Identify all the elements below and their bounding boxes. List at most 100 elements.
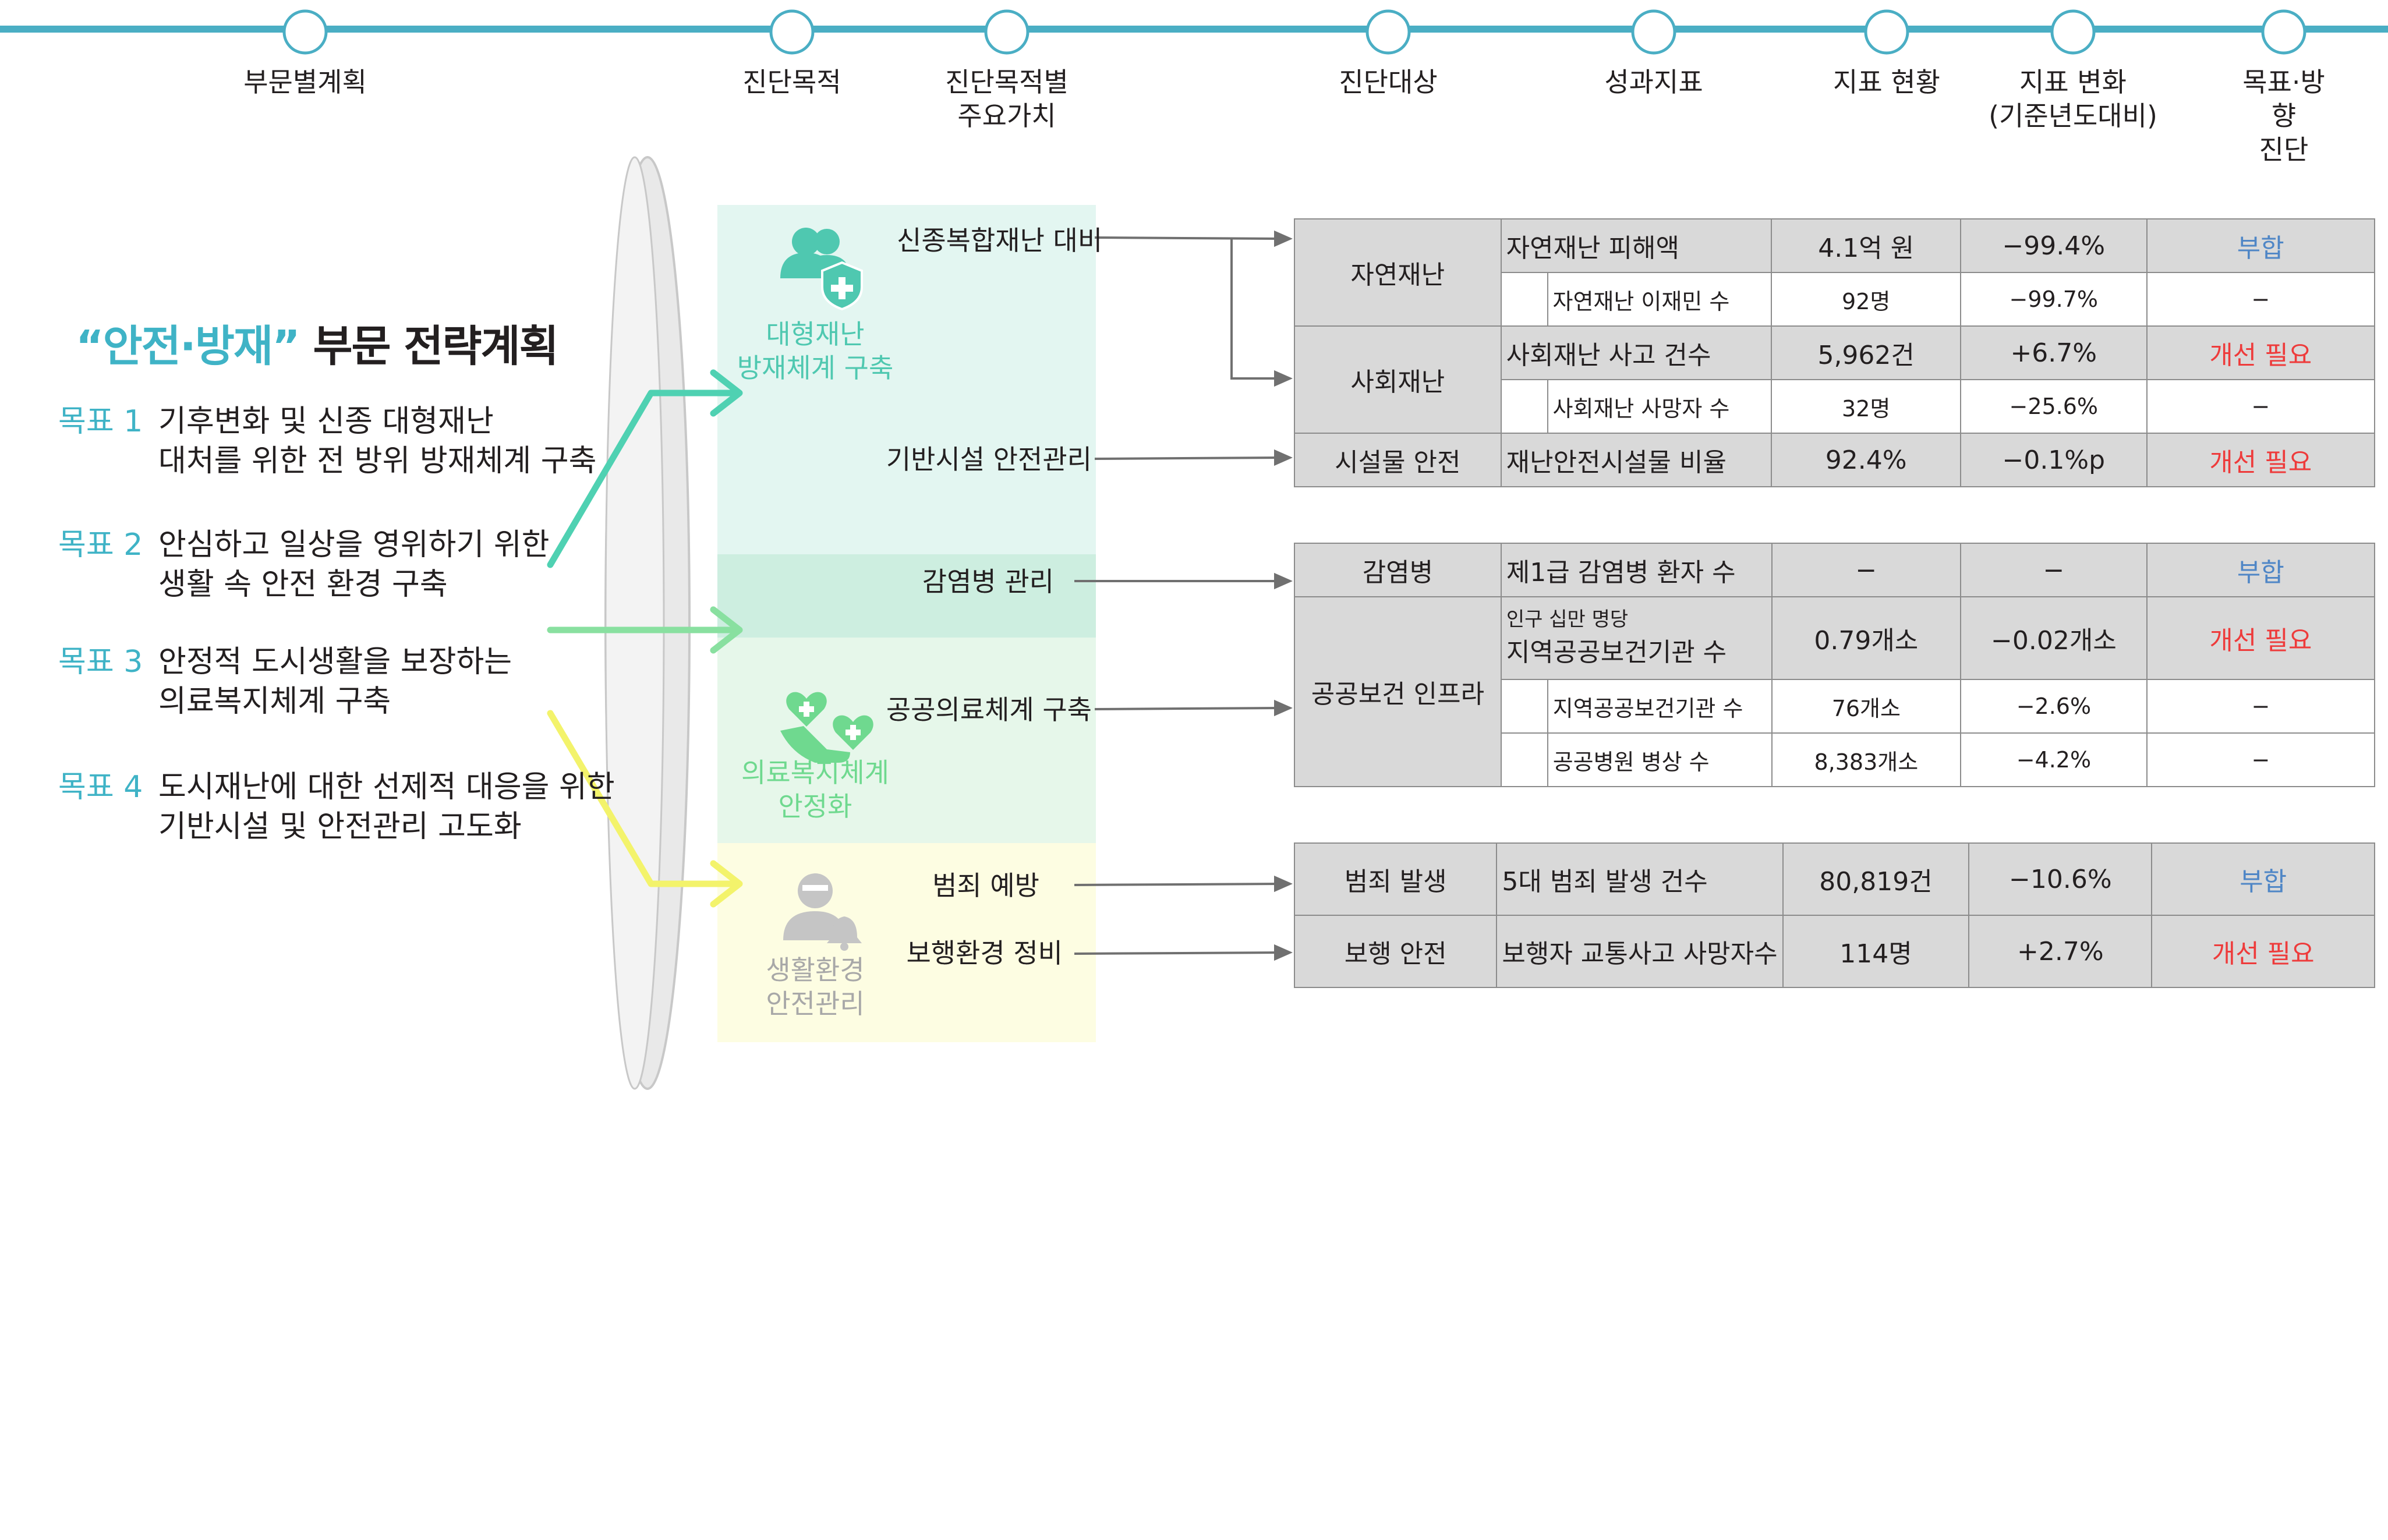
target-cell: 자연재난 — [1294, 218, 1502, 327]
timeline-node-purpose — [769, 9, 815, 55]
diagnosis-cell: 부합 — [2146, 543, 2376, 597]
purpose-living-label: 생활환경 안전관리 — [766, 954, 865, 1019]
per-capita-note: 인구 십만 명당 — [1506, 608, 1629, 631]
arrow-goal-1-head — [710, 369, 743, 417]
step-label-status: 지표 현황 — [1833, 66, 1940, 98]
timeline-node-plan — [282, 9, 328, 55]
indicator-cell: 재난안전시설물 비율 — [1500, 433, 1773, 487]
table-row: 자연재난 이재민 수 92명 −99.7% − — [1294, 272, 2376, 327]
diagnosis-cell: 부합 — [2151, 842, 2375, 916]
goal-arrows — [547, 369, 743, 908]
value-label-infrastructure: 기반시설 안전관리 — [886, 444, 1092, 475]
status-cell: 92.4% — [1771, 433, 1961, 487]
lens-shape — [604, 156, 691, 1090]
indicator-cell: 자연재난 피해액 — [1500, 218, 1773, 273]
change-cell: +6.7% — [1959, 325, 2148, 380]
arrow-goal-1 — [547, 390, 738, 568]
band-disaster — [717, 205, 1096, 554]
plan-title-quoted: “안전·방재” — [76, 321, 300, 371]
step-label-plan: 부문별계획 — [243, 66, 367, 98]
band-infection — [717, 554, 1096, 638]
diagnosis-cell: − — [2146, 272, 2376, 327]
purpose-medical-label: 의료복지체계 안정화 — [741, 757, 889, 822]
timeline-node-change — [2050, 9, 2096, 55]
change-cell: −25.6% — [1959, 379, 2148, 434]
arrow-goal-3-head — [710, 860, 743, 908]
indicator-cell: 자연재난 이재민 수 — [1547, 272, 1773, 327]
status-cell: 8,383개소 — [1771, 732, 1962, 787]
timeline-node-indicator — [1631, 9, 1676, 55]
indicator-text: 지역공공보건기관 수 — [1506, 638, 1727, 667]
step-label-purpose: 진단목적 — [742, 66, 841, 98]
step-label-values: 진단목적별 주요가치 — [945, 66, 1069, 132]
indicator-cell: 인구 십만 명당 지역공공보건기관 수 — [1500, 596, 1773, 680]
status-cell: 80,819건 — [1782, 842, 1970, 916]
change-cell: −2.6% — [1960, 679, 2148, 734]
value-label-crime: 범죄 예방 — [932, 870, 1039, 901]
table-row: 사회재난 사망자 수 32명 −25.6% − — [1294, 379, 2376, 434]
timeline-nodes — [282, 9, 2306, 55]
target-cell: 보행 안전 — [1293, 915, 1498, 988]
status-cell: − — [1771, 543, 1962, 597]
table-row: 시설물 안전 재난안전시설물 비율 92.4% −0.1%p 개선 필요 — [1294, 433, 2376, 487]
timeline-node-diagnosis — [2261, 9, 2306, 55]
indicator-cell: 공공병원 병상 수 — [1547, 732, 1773, 787]
status-cell: 76개소 — [1771, 679, 1962, 734]
indent-cell — [1500, 679, 1548, 734]
step-label-diagnosis: 목표·방향 진단 — [2242, 66, 2325, 165]
table-row: 지역공공보건기관 수 76개소 −2.6% − — [1294, 679, 2376, 734]
table-row: 보행 안전 보행자 교통사고 사망자수 114명 +2.7% 개선 필요 — [1293, 915, 2375, 988]
value-label-public-medical: 공공의료체계 구축 — [886, 694, 1092, 725]
status-cell: 0.79개소 — [1771, 596, 1962, 680]
timeline-node-target — [1365, 9, 1411, 55]
table-row: 자연재난 자연재난 피해액 4.1억 원 −99.4% 부합 — [1294, 218, 2376, 327]
goal-number: 목표 4 — [58, 770, 143, 805]
indicator-table-disaster: 자연재난 자연재난 피해액 4.1억 원 −99.4% 부합 자연재난 이재민 … — [1294, 218, 2376, 487]
timeline-bar — [0, 26, 2388, 33]
change-cell: −10.6% — [1968, 842, 2153, 916]
diagnosis-cell: 개선 필요 — [2146, 433, 2376, 487]
change-cell: −99.4% — [1959, 218, 2148, 273]
change-cell: −4.2% — [1960, 732, 2148, 787]
change-cell: −0.1%p — [1959, 433, 2148, 487]
indicator-cell: 보행자 교통사고 사망자수 — [1496, 915, 1784, 988]
change-cell: −0.02개소 — [1960, 596, 2148, 680]
indicator-cell: 사회재난 사망자 수 — [1547, 379, 1773, 434]
indicator-cell: 사회재난 사고 건수 — [1500, 325, 1773, 380]
indicator-cell: 제1급 감염병 환자 수 — [1500, 543, 1773, 597]
arrow-goal-3 — [547, 710, 738, 887]
step-label-indicator: 성과지표 — [1604, 66, 1703, 98]
status-cell: 32명 — [1771, 379, 1961, 434]
connector-arrows — [1074, 230, 1293, 961]
table-row: 감염병 제1급 감염병 환자 수 − − 부합 — [1294, 543, 2376, 597]
indent-cell — [1500, 379, 1548, 434]
value-label-infection: 감염병 관리 — [922, 566, 1054, 597]
status-cell: 4.1억 원 — [1771, 218, 1961, 273]
diagnosis-cell: − — [2146, 732, 2376, 787]
target-cell: 시설물 안전 — [1294, 433, 1502, 487]
band-living — [717, 843, 1096, 1042]
diagnosis-cell: 개선 필요 — [2146, 596, 2376, 680]
people-shield-icon — [780, 228, 863, 311]
status-cell: 92명 — [1771, 272, 1961, 327]
value-label-new-disaster: 신종복합재난 대비 — [897, 225, 1103, 256]
indicator-cell: 5대 범죄 발생 건수 — [1496, 842, 1784, 916]
target-cell: 사회재난 — [1294, 325, 1502, 434]
status-cell: 5,962건 — [1771, 325, 1961, 380]
table-row: 공공병원 병상 수 8,383개소 −4.2% − — [1294, 732, 2376, 787]
table-row: 공공보건 인프라 인구 십만 명당 지역공공보건기관 수 0.79개소 −0.0… — [1294, 596, 2376, 787]
plan-title-rest: 부문 전략계획 — [313, 321, 558, 371]
arrow-goal-2-head — [710, 606, 743, 654]
step-label-change: 지표 변화 (기준년도대비) — [1989, 66, 2157, 132]
diagnosis-cell: − — [2146, 679, 2376, 734]
diagnosis-cell: 개선 필요 — [2146, 325, 2376, 380]
table-row: 범죄 발생 5대 범죄 발생 건수 80,819건 −10.6% 부합 — [1293, 842, 2375, 916]
target-cell: 범죄 발생 — [1293, 842, 1498, 916]
step-label-target: 진단대상 — [1339, 66, 1438, 98]
table-row: 사회재난 사회재난 사고 건수 5,962건 +6.7% 개선 필요 — [1294, 325, 2376, 434]
change-cell: +2.7% — [1968, 915, 2153, 988]
goal-number: 목표 2 — [58, 528, 143, 562]
indent-cell — [1500, 272, 1548, 327]
purpose-disaster-label: 대형재난 방재체계 구축 — [737, 318, 894, 384]
